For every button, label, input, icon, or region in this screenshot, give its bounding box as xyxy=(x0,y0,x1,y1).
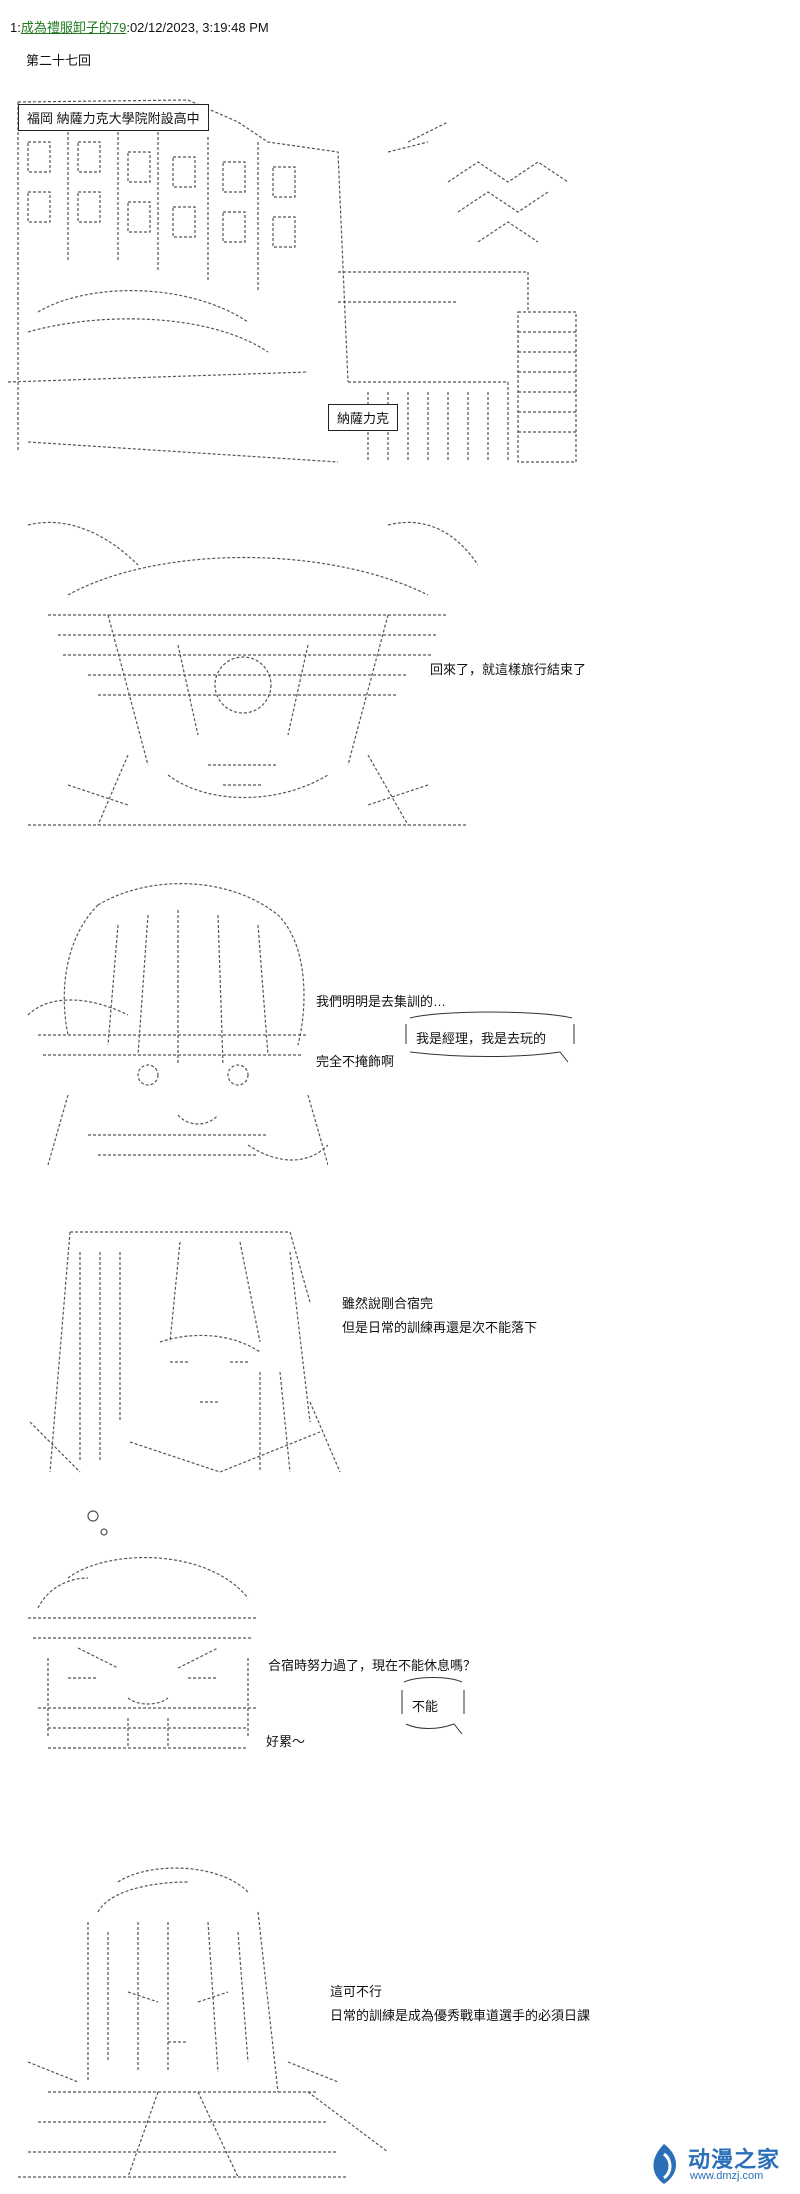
post-header: 1:成為禮服卸子的79:02/12/2023, 3:19:48 PM xyxy=(10,20,269,36)
dialog-returned: 回來了，就這樣旅行結束了 xyxy=(430,662,587,677)
post-number: 1 xyxy=(10,20,18,35)
girl-1-drawing xyxy=(27,883,328,1166)
dialog-daily-training: 但是日常的訓練再還是次不能落下 xyxy=(342,1320,538,1335)
speech-bubble-no-outline xyxy=(401,1677,465,1735)
dialog-can-we-rest: 合宿時努力過了，現在不能休息嗎？ xyxy=(268,1658,477,1673)
ascii-art-girl-2 xyxy=(20,1222,350,1482)
dialog-just-finished-camp: 雖然說剛合宿完 xyxy=(342,1296,434,1311)
site-watermark-url: www.dmzj.com xyxy=(690,2170,764,2182)
tired-girl-drawing xyxy=(28,1510,258,1749)
ascii-art-school-building: 福岡 納薩力克大學院附設高中 納薩力克 xyxy=(8,82,578,482)
dialog-not-allowed: 這可不行 xyxy=(330,1984,383,1999)
site-watermark: 动漫之家 www.dmzj.com xyxy=(644,2138,794,2190)
speech-bubble-no: 不能 xyxy=(398,1676,470,1738)
dialog-not-hiding: 完全不掩飾啊 xyxy=(316,1054,395,1069)
post-timestamp: 02/12/2023, 3:19:48 PM xyxy=(129,20,269,35)
ascii-art-tired-girl xyxy=(8,1508,278,1758)
poster-name-link[interactable]: 成為禮服卸子的79 xyxy=(20,20,127,35)
chapter-title: 第二十七回 xyxy=(26,53,92,68)
separator: : xyxy=(17,20,21,35)
site-watermark-title: 动漫之家 xyxy=(688,2147,781,2172)
stern-girl-drawing xyxy=(18,1867,389,2178)
group-characters-drawing xyxy=(27,521,478,826)
site-logo-icon xyxy=(653,2144,677,2184)
school-building-drawing xyxy=(8,99,577,463)
ascii-art-group-characters xyxy=(8,505,478,835)
speech-bubble-outline xyxy=(405,1011,575,1063)
girl-2-drawing xyxy=(29,1231,341,1473)
speech-bubble-manager: 我是經理，我是去玩的 xyxy=(400,1010,580,1066)
dialog-training-camp: 我們明明是去集訓的… xyxy=(316,994,447,1009)
dialog-so-tired: 好累～ xyxy=(266,1734,306,1749)
speech-bubble-no-text: 不能 xyxy=(412,1699,439,1714)
dialog-daily-lesson: 日常的訓練是成為優秀戰車道選手的必須日課 xyxy=(330,2008,591,2023)
ascii-art-stern-girl xyxy=(8,1862,408,2182)
gate-name-sign: 納薩力克 xyxy=(328,404,399,431)
ascii-art-girl-1 xyxy=(8,865,328,1195)
school-name-sign: 福岡 納薩力克大學院附設高中 xyxy=(18,104,209,131)
speech-bubble-manager-text: 我是經理，我是去玩的 xyxy=(416,1031,547,1046)
separator: : xyxy=(126,20,130,35)
